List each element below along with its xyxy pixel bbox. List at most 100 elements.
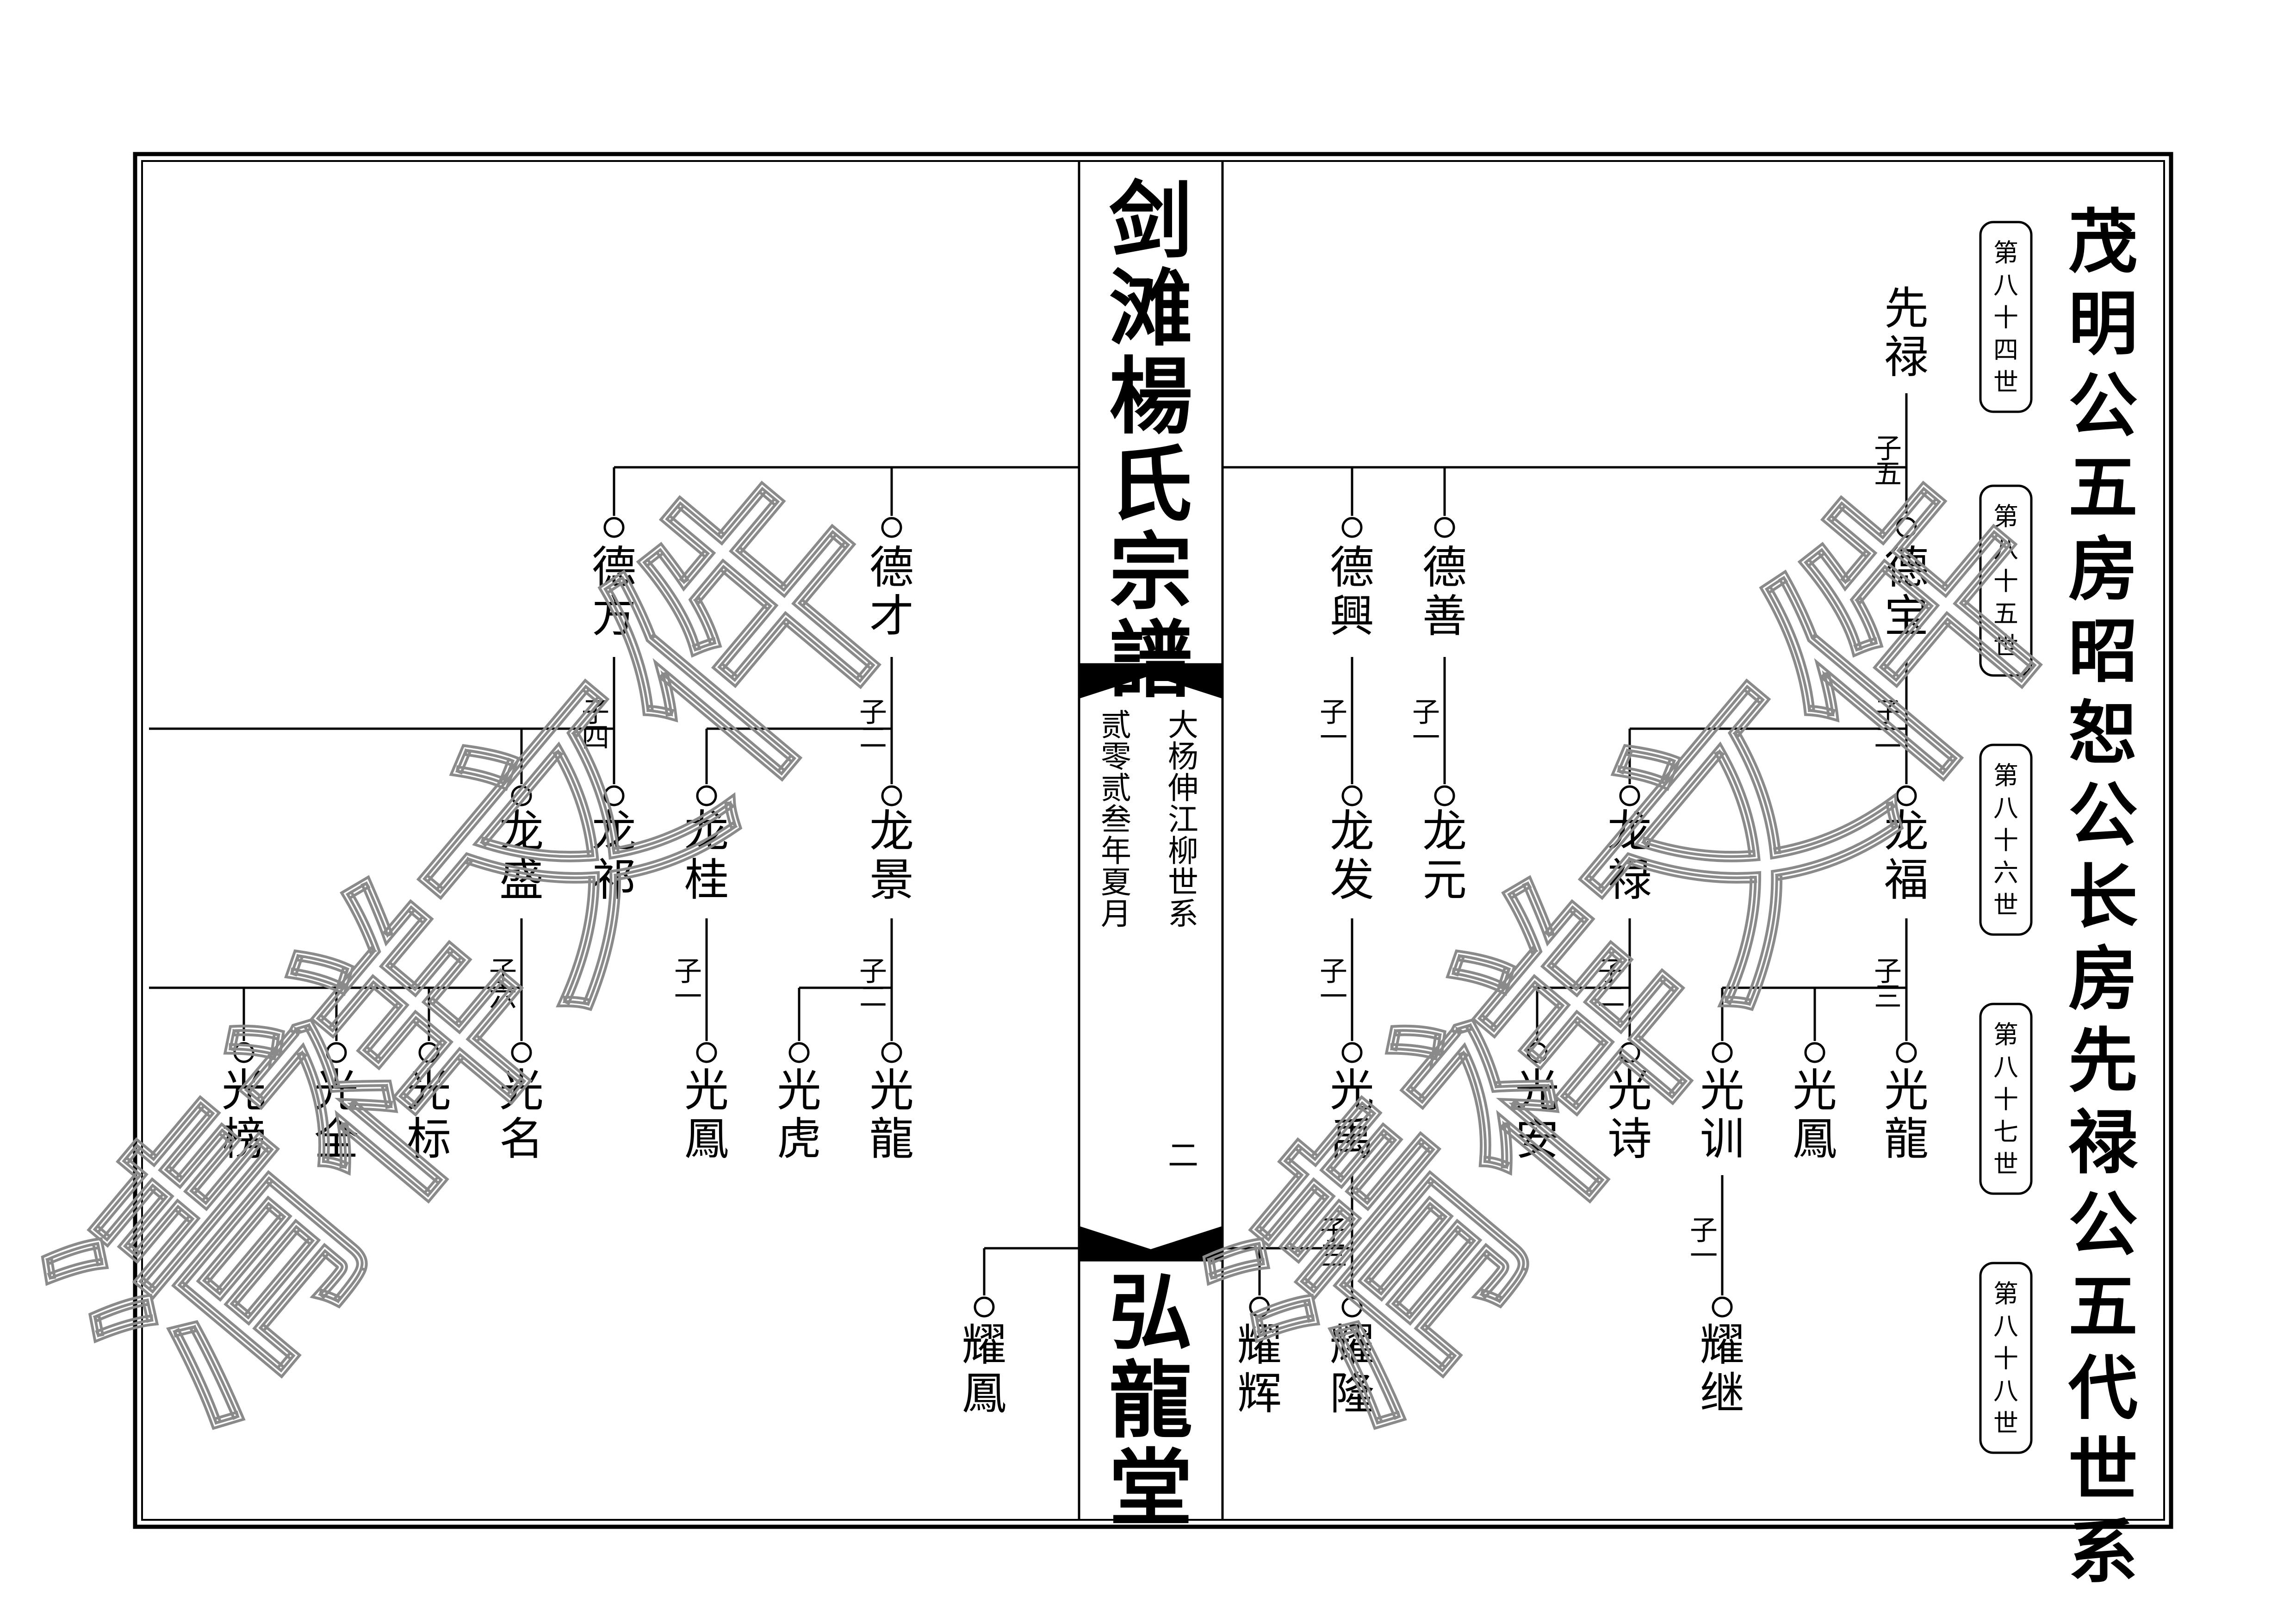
son-count: 子一 <box>674 955 702 1013</box>
generation-label: 第八十六世 <box>1993 761 2018 920</box>
son-count: 子二 <box>1874 696 1902 754</box>
generation-pill <box>1979 1262 2033 1454</box>
person-name-g87: 光标 <box>407 1065 451 1165</box>
person-name-g88: 耀辉 <box>1237 1319 1282 1419</box>
person-node <box>788 1042 810 1063</box>
person-node <box>603 785 625 806</box>
person-name-g86: 龙禄 <box>1607 805 1652 906</box>
person-node <box>1341 785 1363 806</box>
generation-pill <box>1979 743 2033 936</box>
person-name-g87: 光名 <box>499 1065 544 1165</box>
person-name-g87: 光诗 <box>1607 1065 1652 1165</box>
spine-title: 剑滩楊氏宗譜 <box>1109 172 1192 709</box>
person-name-g88: 耀继 <box>1700 1319 1744 1419</box>
generation-pill <box>1979 484 2033 677</box>
person-name-g87: 光龍 <box>869 1065 914 1165</box>
person-node <box>1527 1042 1548 1063</box>
person-node <box>974 1296 995 1318</box>
person-node <box>326 1042 347 1063</box>
tree-labels: 先禄德宝德善德興德才德方龙福龙禄龙元龙发龙景龙桂龙祁龙盛光龍光鳳光训光诗光安光禹… <box>222 283 1929 1419</box>
person-node <box>1341 1042 1363 1063</box>
person-name-g86: 龙盛 <box>499 805 544 906</box>
generation-label: 第八十八世 <box>1993 1279 2018 1438</box>
person-name-g86: 龙桂 <box>684 805 729 906</box>
son-count: 子一 <box>1320 696 1347 754</box>
person-name-root: 先禄 <box>1884 283 1929 383</box>
person-name-g87: 光训 <box>1700 1065 1744 1165</box>
spine <box>1078 161 1224 1520</box>
person-name-g87: 光鳳 <box>1793 1065 1837 1165</box>
person-node <box>881 1042 902 1063</box>
person-name-g88: 耀隆 <box>1330 1319 1374 1419</box>
person-node <box>1341 517 1363 538</box>
fishtail-top <box>1079 664 1222 699</box>
tree-nodes <box>233 517 1917 1318</box>
person-node <box>1434 785 1455 806</box>
generation-pill <box>1979 221 2033 413</box>
son-count: 子四 <box>582 696 609 754</box>
person-name-g85: 德興 <box>1330 542 1374 642</box>
son-count: 子二 <box>859 955 887 1013</box>
person-name-g87: 光禹 <box>1330 1065 1374 1165</box>
outer-border <box>133 152 2173 1529</box>
person-node <box>1712 1296 1733 1318</box>
person-name-g87: 光龍 <box>1884 1065 1929 1165</box>
person-node <box>418 1042 440 1063</box>
son-count: 子二 <box>859 696 887 754</box>
son-count: 子二 <box>1597 955 1625 1013</box>
person-node <box>233 1042 254 1063</box>
son-count: 子一 <box>1690 1214 1718 1272</box>
son-count: 子一 <box>1412 696 1440 754</box>
person-node <box>1249 1296 1270 1318</box>
son-count: 子五 <box>1874 433 1902 490</box>
person-name-g86: 龙景 <box>869 805 914 906</box>
colophon-lineage: 大杨伸江柳世系 <box>1168 707 1198 932</box>
person-node <box>881 517 902 538</box>
page-title: 茂明公五房昭恕公长房先禄公五代世系 <box>2068 201 2138 1593</box>
tree-lines <box>149 393 1908 1295</box>
person-node <box>696 1042 717 1063</box>
person-node <box>1619 785 1640 806</box>
person-node <box>1896 1042 1917 1063</box>
person-name-g85: 德宝 <box>1884 542 1929 642</box>
generation-label: 第八十四世 <box>1993 238 2018 397</box>
son-count: 子三 <box>1320 1214 1347 1272</box>
fishtail-bottom <box>1079 1226 1222 1260</box>
person-name-g86: 龙元 <box>1422 805 1467 906</box>
person-node <box>1712 1042 1733 1063</box>
person-node <box>1896 785 1917 806</box>
person-name-g87: 光安 <box>1515 1065 1559 1165</box>
person-node <box>1434 517 1455 538</box>
person-node <box>511 785 532 806</box>
page-number: 二 <box>1168 1138 1198 1173</box>
person-node <box>881 785 902 806</box>
inner-border <box>141 160 2165 1521</box>
person-name-g87: 光虎 <box>777 1065 821 1165</box>
person-name-g88: 耀鳳 <box>962 1319 1006 1419</box>
person-node <box>603 517 625 538</box>
person-name-g85: 德善 <box>1422 542 1467 642</box>
generation-label: 第八十七世 <box>1993 1020 2018 1179</box>
person-node <box>1341 1296 1363 1318</box>
person-node <box>696 785 717 806</box>
person-name-g85: 德才 <box>869 542 914 642</box>
generation-pill <box>1979 1003 2033 1195</box>
generation-label: 第八十五世 <box>1993 502 2018 661</box>
person-name-g85: 德方 <box>592 542 636 642</box>
person-name-g86: 龙祁 <box>592 805 636 906</box>
person-node <box>511 1042 532 1063</box>
person-node <box>1804 1042 1825 1063</box>
person-node <box>1619 1042 1640 1063</box>
colophon-date: 贰零贰叁年夏月 <box>1101 707 1131 932</box>
person-name-g87: 光榜 <box>222 1065 266 1165</box>
person-node <box>1896 517 1917 538</box>
son-count: 子三 <box>1874 955 1902 1013</box>
son-count: 子六 <box>489 955 517 1013</box>
person-name-g86: 龙发 <box>1330 805 1374 906</box>
son-count: 子一 <box>1320 955 1347 1013</box>
person-name-g86: 龙福 <box>1884 805 1929 906</box>
person-name-g87: 光鳳 <box>684 1065 729 1165</box>
person-name-g87: 光全 <box>314 1065 359 1165</box>
